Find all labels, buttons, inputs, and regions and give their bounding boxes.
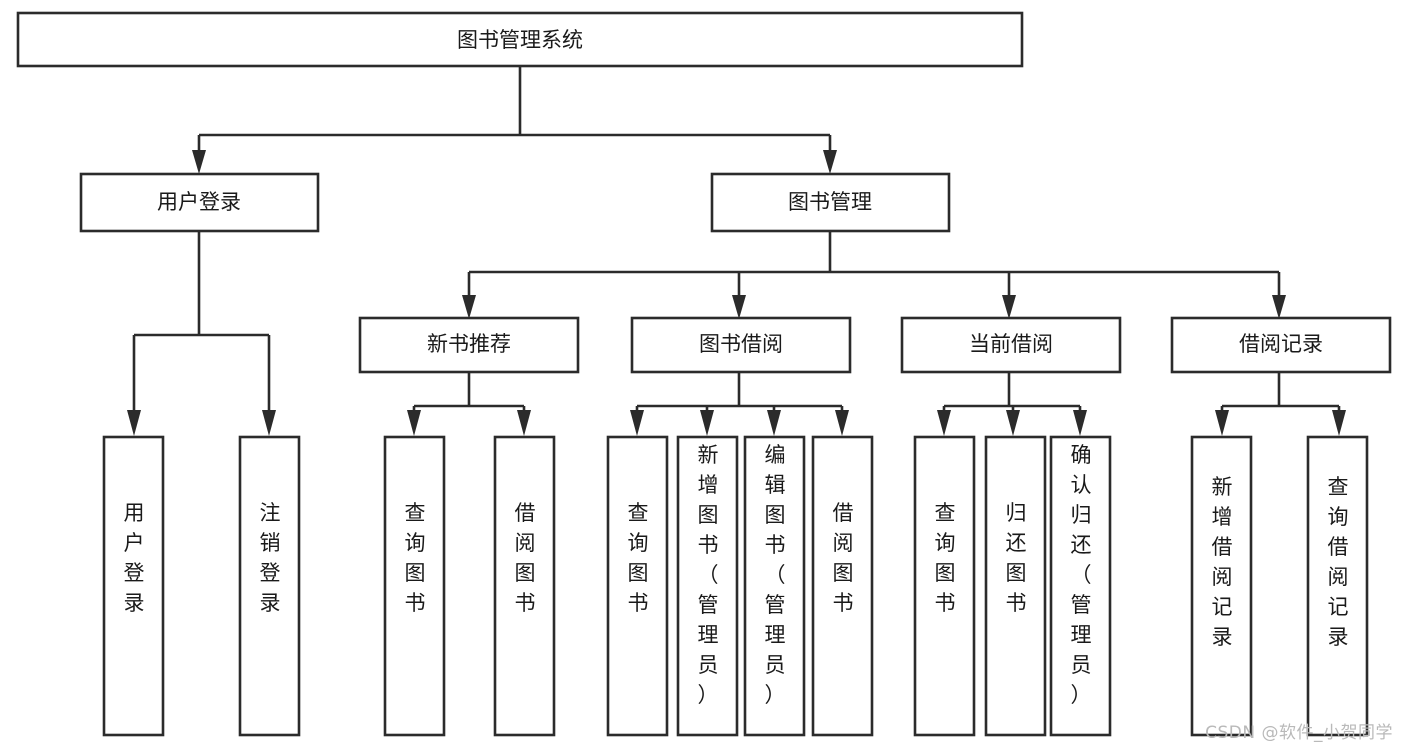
node-user-login[interactable]: 用户登录 [79,172,320,233]
arrow-head-borrow-record [1272,295,1286,319]
leaf-borrow-book-borrow-label: 借阅图书 [833,501,854,615]
leaf-return-book-label: 归还图书 [1006,501,1027,615]
node-borrow-record-label: 借阅记录 [1239,332,1323,356]
node-borrow-record[interactable]: 借阅记录 [1170,316,1392,374]
leaf-query-book-recommend[interactable]: 查询图书 [383,435,446,737]
leaf-edit-book-admin-box[interactable] [743,435,806,737]
arrow-head-borrowbook-leaf-4 [835,410,849,436]
leaf-user-login[interactable]: 用户登录 [102,435,165,737]
connector-group-borrow-book [630,372,849,436]
leaf-add-borrow-record-label: 新增借阅记录 [1212,475,1233,649]
leaf-user-login-label: 用户登录 [124,501,145,615]
arrow-head-current-leaf-2 [1006,410,1020,436]
arrow-head-borrowbook-leaf-1 [630,410,644,436]
leaf-query-book-borrow[interactable]: 查询图书 [606,435,669,737]
leaf-logout[interactable]: 注销登录 [238,435,301,737]
leaf-logout-label: 注销登录 [260,501,281,615]
leaf-borrow-book-borrow[interactable]: 借阅图书 [811,435,874,737]
arrow-head-to-book-manage [823,150,837,174]
leaf-logout-box[interactable] [238,435,301,737]
leaf-query-book-recommend-label: 查询图书 [405,501,426,615]
arrow-head-current-leaf-1 [937,410,951,436]
connector-group-borrow-record [1215,372,1346,436]
arrow-head-borrow-book [732,295,746,319]
leaf-query-book-borrow-box[interactable] [606,435,669,737]
node-current-borrow-box[interactable] [900,316,1122,374]
node-new-book-recommend[interactable]: 新书推荐 [358,316,580,374]
arrow-head-current-leaf-3 [1073,410,1087,436]
leaf-confirm-return-admin[interactable]: 确认归还（管理员） [1049,435,1112,737]
arrow-head-user-leaf-1 [127,410,141,436]
node-new-book-recommend-box[interactable] [358,316,580,374]
leaf-query-book-recommend-box[interactable] [383,435,446,737]
arrow-head-to-user-login [192,150,206,174]
arrow-head-record-leaf-1 [1215,410,1229,436]
arrow-head-borrowbook-leaf-3 [767,410,781,436]
leaf-edit-book-admin[interactable]: 编辑图书（管理员） [743,435,806,737]
node-root[interactable]: 图书管理系统 [16,11,1024,68]
leaf-query-borrow-record-box[interactable] [1306,435,1369,737]
node-book-manage-label: 图书管理 [788,190,872,214]
leaf-user-login-box[interactable] [102,435,165,737]
node-book-borrow-label: 图书借阅 [699,332,783,356]
connector-group-current-borrow [937,372,1087,436]
leaf-borrow-book-recommend[interactable]: 借阅图书 [493,435,556,737]
connector-group-user-login [127,231,276,436]
connector-group-new-book [407,372,531,436]
arrow-head-new-book [462,295,476,319]
arrow-head-record-leaf-2 [1332,410,1346,436]
connector-group-book-manage [462,231,1286,319]
arrow-head-current-borrow [1002,295,1016,319]
node-current-borrow[interactable]: 当前借阅 [900,316,1122,374]
leaf-add-book-admin-box[interactable] [676,435,739,737]
leaf-add-book-admin-label: 新增图书（管理员） [698,443,719,707]
node-current-borrow-label: 当前借阅 [969,332,1053,356]
leaf-add-borrow-record-box[interactable] [1190,435,1253,737]
node-book-manage[interactable]: 图书管理 [710,172,951,233]
leaf-query-book-current-box[interactable] [913,435,976,737]
node-root-label: 图书管理系统 [457,28,583,52]
leaf-confirm-return-admin-box[interactable] [1049,435,1112,737]
node-book-manage-box[interactable] [710,172,951,233]
connector-group-root [192,66,837,174]
leaf-query-book-current-label: 查询图书 [935,501,956,615]
leaf-return-book[interactable]: 归还图书 [984,435,1047,737]
node-book-borrow-box[interactable] [630,316,852,374]
node-borrow-record-box[interactable] [1170,316,1392,374]
leaf-borrow-book-recommend-label: 借阅图书 [515,501,536,615]
node-book-borrow[interactable]: 图书借阅 [630,316,852,374]
leaf-add-borrow-record[interactable]: 新增借阅记录 [1190,435,1253,737]
leaf-query-borrow-record[interactable]: 查询借阅记录 [1306,435,1369,737]
leaf-borrow-book-recommend-box[interactable] [493,435,556,737]
leaf-edit-book-admin-label: 编辑图书（管理员） [765,443,786,707]
node-user-login-box[interactable] [79,172,320,233]
node-root-box[interactable] [16,11,1024,68]
leaf-query-book-current[interactable]: 查询图书 [913,435,976,737]
arrow-head-borrowbook-leaf-2 [700,410,714,436]
leaf-return-book-box[interactable] [984,435,1047,737]
leaf-query-borrow-record-label: 查询借阅记录 [1328,475,1349,649]
node-new-book-recommend-label: 新书推荐 [427,332,511,356]
arrow-head-user-leaf-2 [262,410,276,436]
arrow-head-newbook-leaf-1 [407,410,421,436]
node-user-login-label: 用户登录 [157,190,241,214]
arrow-head-newbook-leaf-2 [517,410,531,436]
csdn-watermark: CSDN @软件_小贺同学 [1205,723,1393,743]
leaf-borrow-book-borrow-box[interactable] [811,435,874,737]
leaf-query-book-borrow-label: 查询图书 [628,501,649,615]
leaf-add-book-admin[interactable]: 新增图书（管理员） [676,435,739,737]
leaf-confirm-return-admin-label: 确认归还（管理员） [1071,443,1092,707]
